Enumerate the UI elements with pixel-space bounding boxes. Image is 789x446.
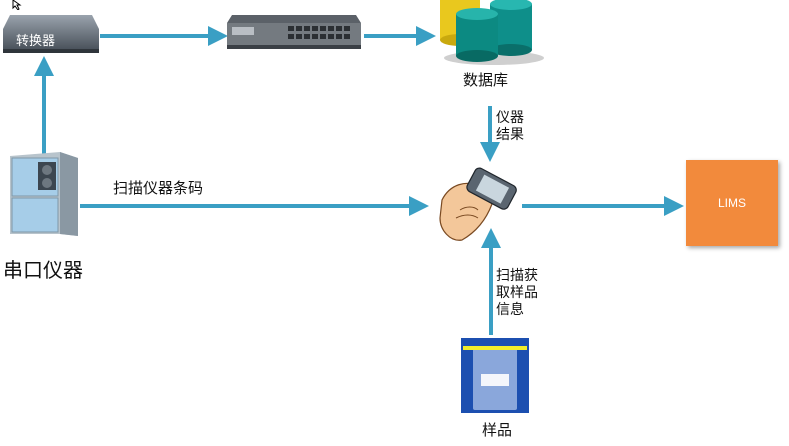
sample-label: 样品 (482, 421, 513, 439)
converter-icon (3, 15, 99, 53)
network-switch-icon (227, 15, 361, 49)
lims-box: LIMS (686, 160, 778, 246)
sample-bag-seal (463, 346, 527, 350)
scan-sample-line1: 扫描获 (496, 268, 538, 284)
database-icon (440, 0, 544, 65)
instrument-result-line1: 仪器 (496, 110, 524, 126)
sample-bag-label-area (481, 374, 509, 386)
handheld-scanner-icon (439, 167, 517, 241)
lims-label: LIMS (717, 196, 746, 210)
converter-label: 转换器 (16, 34, 56, 49)
scan-sample-line2: 取样品 (496, 285, 538, 301)
instrument-result-line2: 结果 (496, 127, 524, 143)
instrument-result-label: 仪器 结果 (496, 110, 524, 144)
scan-sample-line3: 信息 (496, 302, 524, 318)
serial-instrument-icon (10, 152, 78, 236)
serial-instrument-label: 串口仪器 (3, 258, 83, 282)
database-label: 数据库 (463, 71, 509, 89)
scan-sample-label: 扫描获 取样品 信息 (496, 268, 538, 319)
scan-barcode-label: 扫描仪器条码 (113, 179, 204, 197)
sample-bag-icon (461, 338, 529, 413)
converter-device: 转换器 (2, 13, 100, 57)
cursor-icon (12, 0, 22, 10)
